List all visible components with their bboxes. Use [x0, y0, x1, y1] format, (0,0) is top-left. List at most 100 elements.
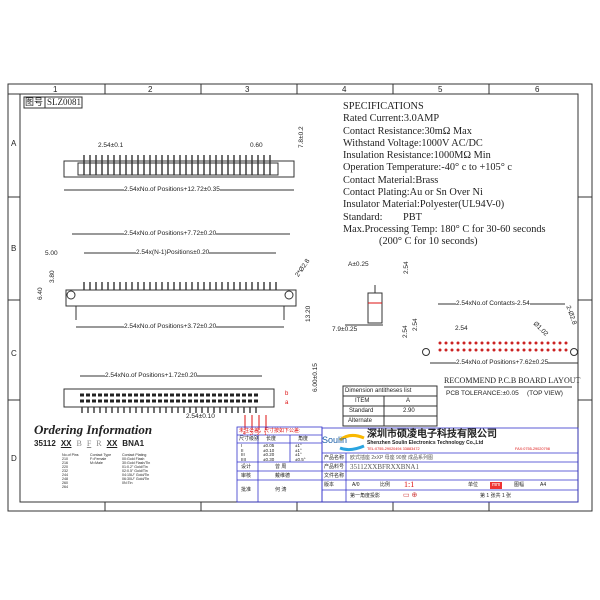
version: A/0 — [352, 482, 360, 488]
drawing-no-label: 图号 — [25, 97, 44, 107]
dim-standard-val: 2.90 — [403, 408, 415, 414]
tol-cell: ±1° — [295, 447, 302, 453]
row-d: D — [11, 454, 17, 463]
spec-line: Withstand Voltage:1000V AC/DC — [343, 137, 483, 149]
tol-cell: ±0.10 — [263, 447, 275, 453]
spec-line: Rated Current:3.0AMP — [343, 113, 440, 125]
row-c: C — [11, 349, 17, 358]
specifications: SPECIFICATIONS Rated Current:3.0AMP Cont… — [343, 101, 546, 249]
row-b: B — [11, 244, 17, 253]
type-option: F=Female — [90, 457, 107, 461]
pins-option: 210 — [62, 457, 68, 461]
code-suffix: BNA1 — [122, 439, 145, 448]
spec-line: Insulator Material:Polyester(UL94V-0) — [343, 199, 505, 211]
code-pins: XX — [60, 439, 72, 448]
tol-cell: IIII — [241, 456, 247, 462]
tol-cell: ±0.5° — [295, 456, 306, 462]
side-width: 7.9±0.25 — [332, 326, 358, 333]
part-no: 35112XXBFRXXBNA1 — [350, 463, 419, 471]
top-length: 2.54xNo.of Positions+12.72±0.35 — [124, 186, 220, 194]
col-4: 4 — [342, 85, 347, 94]
tol-col: 尺寸级别 — [239, 436, 260, 442]
sheet: 第 1 张共 1 张 — [480, 493, 512, 499]
pcb-pitch-v2: 2.54 — [412, 318, 419, 331]
reviewer: 戴维德 — [275, 473, 291, 479]
pcb-view: (TOP VIEW) — [527, 390, 563, 397]
pins-option: 216 — [62, 461, 68, 465]
front-pins-span: 2.54x(N-1)Positions±0.20 — [136, 249, 210, 257]
plating-option: 30:Gold Flash/Tin — [122, 461, 151, 465]
front-h1: 3.80 — [49, 270, 56, 283]
designer-label: 设计 — [241, 464, 252, 470]
tol-rows: I±0.05±1° II±0.10±1° III±0.20±1° IIII±0.… — [241, 443, 323, 462]
approver-label: 批准 — [241, 487, 252, 493]
spec-line: Operation Temperature:-40° c to +105° c — [343, 162, 512, 174]
unit: mm — [490, 482, 503, 489]
reviewer-label: 审核 — [241, 473, 252, 479]
spec-line: Max.Processing Temp: 180° C for 30-60 se… — [343, 223, 546, 235]
ordering-title: Ordering Information — [34, 422, 153, 437]
scale-label: 比例 — [380, 482, 391, 488]
projection-label: 第一角度投影 — [350, 493, 381, 499]
bottom-length: 2.54xNo.of Positions+1.72±0.20 — [105, 372, 198, 380]
code-b: B — [76, 439, 82, 448]
plating-option: 00:Gold Flash — [122, 457, 145, 461]
code-series: 35112 — [34, 439, 56, 448]
tol-cell: ±0.20 — [263, 452, 275, 458]
tol-col: 长度 — [266, 436, 277, 442]
code-type: F — [86, 439, 92, 448]
dim-item: ITEM — [355, 398, 370, 404]
front-overall: 2.54xNo.of Positions+7.72±0.20 — [124, 230, 217, 238]
top-height: 7.8±0.2 — [298, 126, 305, 148]
product-name-label: 产品名称 — [324, 455, 345, 461]
pin-2: 2 — [257, 431, 260, 437]
pcb-pitch-h: 2.54 — [455, 325, 468, 332]
spec-line: Contact Plating:Au or Sn Over Ni — [343, 187, 483, 199]
tol-cell: ±1° — [295, 443, 302, 448]
plating-label: Contact Plating — [122, 453, 147, 457]
col-6: 6 — [535, 85, 540, 94]
spec-line: Standard: PBT — [343, 211, 422, 223]
spec-line: Contact Resistance:30mΩ Max — [343, 125, 472, 137]
size-label: 图幅 — [514, 482, 525, 488]
doc-label: 文件名称 — [324, 473, 345, 479]
company-cn: 深圳市硕凌电子科技有限公司 — [367, 429, 497, 440]
bottom-pitch: 2.54±0.10 — [186, 413, 215, 420]
plating-option: 02:0.5" Gold/Tin — [122, 469, 148, 473]
company-logo: Soulin — [322, 435, 348, 445]
pins-option: 248 — [62, 477, 68, 481]
top-pitch: 2.54±0.1 — [98, 142, 124, 149]
side-pitch: 2.54 — [403, 261, 410, 274]
side-a-dim: A±0.25 — [348, 261, 369, 268]
front-base: 2.54xNo.of Positions+3.72±0.20 — [124, 323, 217, 331]
row-b-label: b — [285, 391, 289, 397]
tol-cell: I — [241, 443, 243, 448]
scale: 1:1 — [404, 480, 415, 489]
approver: 何 涛 — [275, 487, 287, 493]
company-fax: FAX:0755-29020798 — [515, 447, 550, 451]
spec-line: Insulation Resistance:1000MΩ Min — [343, 150, 491, 162]
bottom-depth: 6.00±0.15 — [312, 363, 319, 392]
tol-cell: ±1° — [295, 452, 302, 458]
row-a: A — [11, 139, 17, 148]
code-plating: XX — [106, 439, 118, 448]
drawing-no: SLZ0081 — [47, 97, 82, 107]
plating-option: 01:0.2" Gold/Tin — [122, 465, 148, 469]
company-tel: TEL:0755-29020494 33883472 — [367, 447, 420, 451]
pins-option: 244 — [62, 473, 68, 477]
product-name: 欧式插座 2xXP 母座 90度 成品系列图 — [350, 455, 433, 461]
tol-cell: ±0.30 — [263, 456, 275, 462]
col-1: 1 — [53, 85, 58, 94]
front-h2: 6.40 — [37, 287, 44, 300]
size: A4 — [540, 482, 547, 488]
col-2: 2 — [148, 85, 153, 94]
spec-title: SPECIFICATIONS — [343, 101, 424, 112]
pcb-contacts: 2.54xNo.of Contacts-2.54 — [456, 300, 530, 308]
part-no-label: 产品料号 — [324, 464, 345, 470]
type-label: Contact Type — [90, 453, 112, 457]
pins-label: No.of Pins — [62, 453, 79, 457]
row-a-label: a — [285, 400, 289, 406]
